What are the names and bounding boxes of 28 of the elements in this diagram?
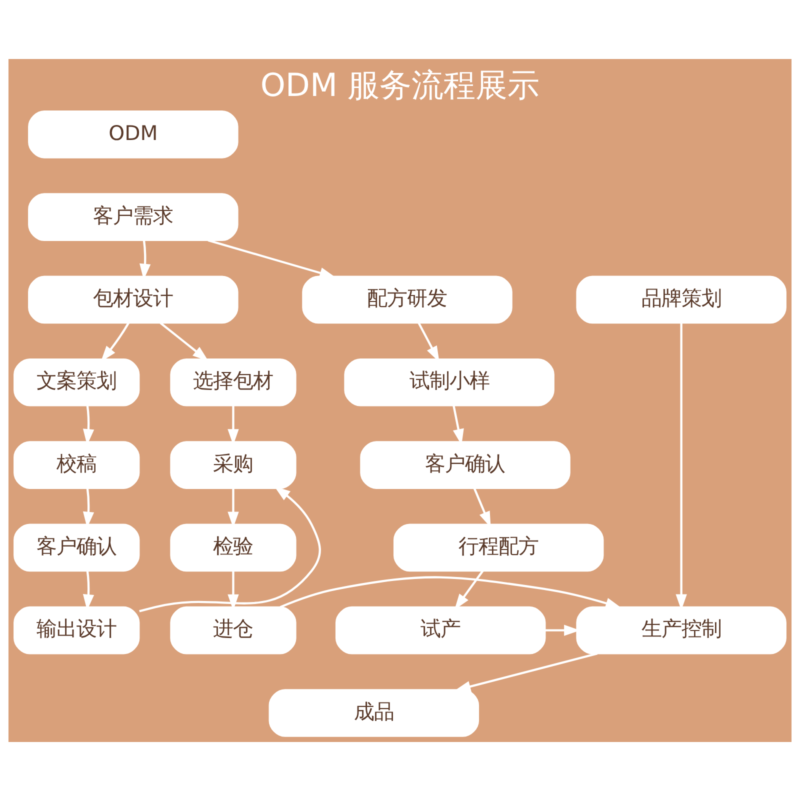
node-box: 输出设计 [14,606,140,654]
arrow [100,322,130,362]
arrow [208,238,336,278]
node-box: 进仓 [170,606,296,654]
diagram-title: ODM 服务流程展示 [260,66,540,104]
node-box: 客户需求 [28,192,238,240]
node-box: 文案策划 [14,358,140,406]
node-box: 客户确认 [14,523,140,572]
node-box: 客户确认 [360,440,570,488]
node-box: 生产控制 [576,606,786,654]
node-box: 校稿 [14,440,140,488]
arrow [454,570,484,610]
arrow [454,652,598,692]
node-box: 成品 [268,688,480,736]
node-box: 配方研发 [302,275,512,324]
node-box: ODM [28,110,238,158]
node-box: 试产 [335,606,546,654]
arrow [139,486,321,612]
arrow [160,322,208,361]
node-box: 选择包材 [170,358,296,406]
node-box: 试制小样 [344,358,554,406]
arrow [473,487,491,527]
node-box: 采购 [170,440,296,488]
arrow [280,576,622,608]
node-box: 包材设计 [28,275,238,324]
node-box: 品牌策划 [576,275,786,324]
node-box: 行程配方 [393,523,604,572]
node-box: 检验 [170,523,296,572]
